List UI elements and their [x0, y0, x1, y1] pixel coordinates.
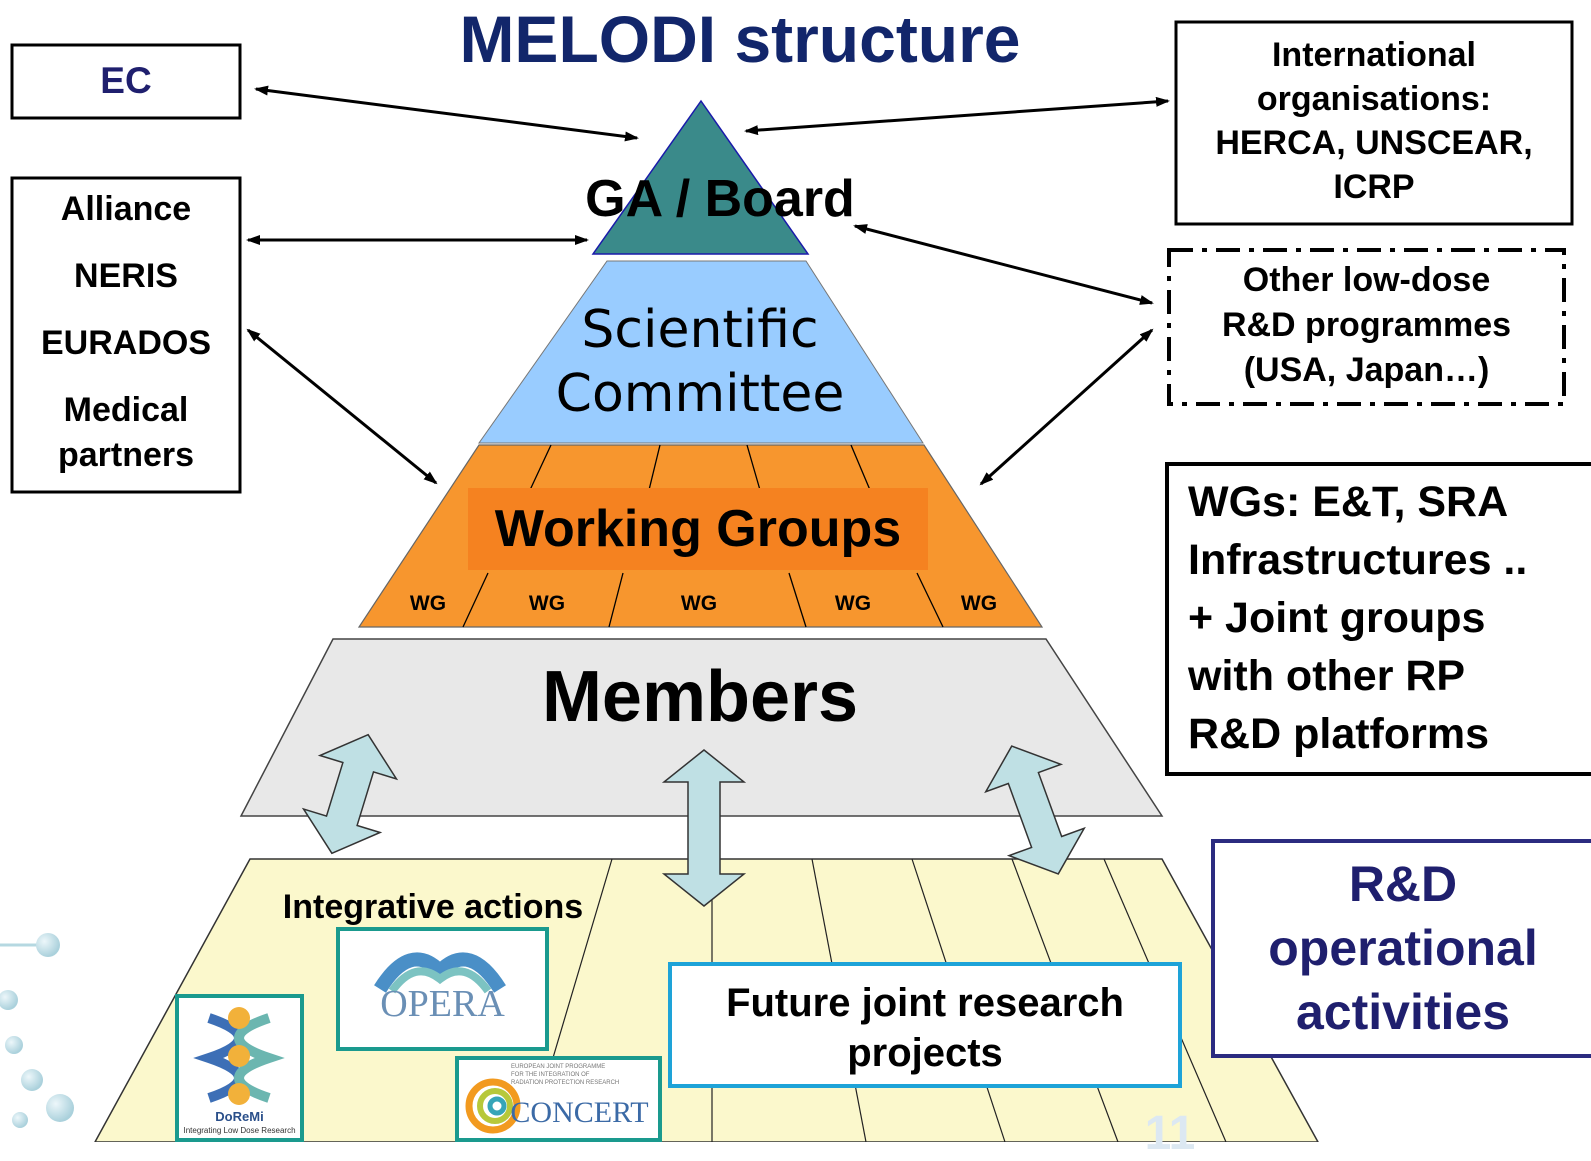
doremi-subtext: Integrating Low Dose Research: [183, 1126, 296, 1135]
member-activity-arrows: [301, 733, 1086, 907]
concert-rings-icon: [465, 1078, 521, 1134]
international-line-4: ICRP: [1333, 168, 1415, 206]
working-groups-label: Working Groups: [494, 500, 902, 558]
international-box: [1174, 20, 1574, 226]
wg-cell-4: WG: [834, 592, 872, 615]
concert-subtext-1: EUROPEAN JOINT PROGRAMME: [511, 1064, 606, 1070]
opera-logo: OPERA: [336, 927, 549, 1051]
ec-box: [10, 43, 242, 120]
eurados-label: EURADOS: [40, 324, 212, 362]
neris-label: NERIS: [74, 257, 178, 295]
rd-line-3: activities: [1295, 984, 1510, 1040]
decorative-bubbles: [0, 933, 74, 1128]
wgs-line-5: R&D platforms: [1188, 710, 1490, 758]
members-label: Members: [541, 657, 859, 737]
scientific-label: Scientific: [581, 300, 819, 360]
wgs-line-4: with other RP: [1188, 652, 1466, 700]
integrative-actions-label: Integrative actions: [282, 888, 584, 926]
alliance-label: Alliance: [60, 190, 192, 228]
opera-text: OPERA: [380, 983, 505, 1025]
other-programmes-box: [1167, 248, 1566, 406]
arrow-other-wg: [979, 328, 1154, 486]
concert-subtext-2: FOR THE INTEGRATION OF: [511, 1072, 590, 1078]
wgs-box: [1165, 462, 1591, 776]
doremi-logo: DoReMi Integrating Low Dose Research: [175, 994, 304, 1142]
wgs-line-2: Infrastructures ..: [1188, 536, 1528, 584]
wgs-line-1: WGs: E&T, SRA: [1188, 478, 1509, 526]
future-line-2: projects: [847, 1031, 1003, 1075]
ec-label: EC: [100, 60, 152, 101]
future-projects-box: [668, 962, 1182, 1088]
arrow-ec-ga: [254, 85, 639, 142]
wg-cell-5: WG: [960, 592, 998, 615]
committee-label: Committee: [555, 364, 845, 424]
doremi-text: DoReMi: [215, 1109, 264, 1124]
fat-arrow-left: [301, 733, 399, 855]
doremi-helix-icon: [193, 1007, 285, 1105]
rd-operational-box: [1211, 839, 1591, 1058]
wgs-line-3: + Joint groups: [1188, 594, 1486, 642]
arrow-alliance-wg: [246, 328, 438, 485]
other-line-2: R&D programmes: [1221, 306, 1512, 344]
working-groups-label-bg: [468, 488, 928, 570]
arrow-ga-other: [853, 224, 1154, 305]
rd-line-2: operational: [1268, 920, 1538, 976]
fat-arrow-center: [661, 749, 747, 907]
international-line-3: HERCA, UNSCEAR,: [1215, 124, 1533, 162]
arrow-international-ga: [744, 96, 1170, 136]
alliance-box: [10, 176, 242, 494]
rd-line-1: R&D: [1348, 856, 1458, 912]
other-line-1: Other low-dose: [1242, 261, 1491, 299]
ga-board-label: GA / Board: [585, 170, 855, 228]
international-line-2: organisations:: [1256, 80, 1492, 118]
scientific-committee-layer: [478, 260, 924, 444]
page-title: MELODI structure: [459, 2, 1021, 76]
ga-board-triangle: [591, 99, 810, 255]
concert-text: CONCERT: [510, 1096, 649, 1129]
concert-subtext-3: RADIATION PROTECTION RESEARCH: [511, 1080, 620, 1086]
medical-label: Medical: [63, 391, 189, 429]
wg-dividers: [462, 444, 944, 628]
opera-arches-icon: [374, 952, 506, 994]
page-number: 11: [1144, 1107, 1196, 1160]
concert-logo: EUROPEAN JOINT PROGRAMME FOR THE INTEGRA…: [455, 1056, 662, 1142]
future-line-1: Future joint research: [726, 981, 1124, 1025]
relation-arrows: [246, 85, 1170, 486]
partners-label: partners: [57, 436, 195, 474]
wg-cell-3: WG: [680, 592, 718, 615]
fat-arrow-right: [984, 745, 1086, 875]
wg-cell-2: WG: [528, 592, 566, 615]
other-line-3: (USA, Japan…): [1243, 351, 1490, 389]
international-line-1: International: [1271, 36, 1477, 74]
wg-cell-1: WG: [409, 592, 447, 615]
members-layer: [239, 638, 1164, 817]
